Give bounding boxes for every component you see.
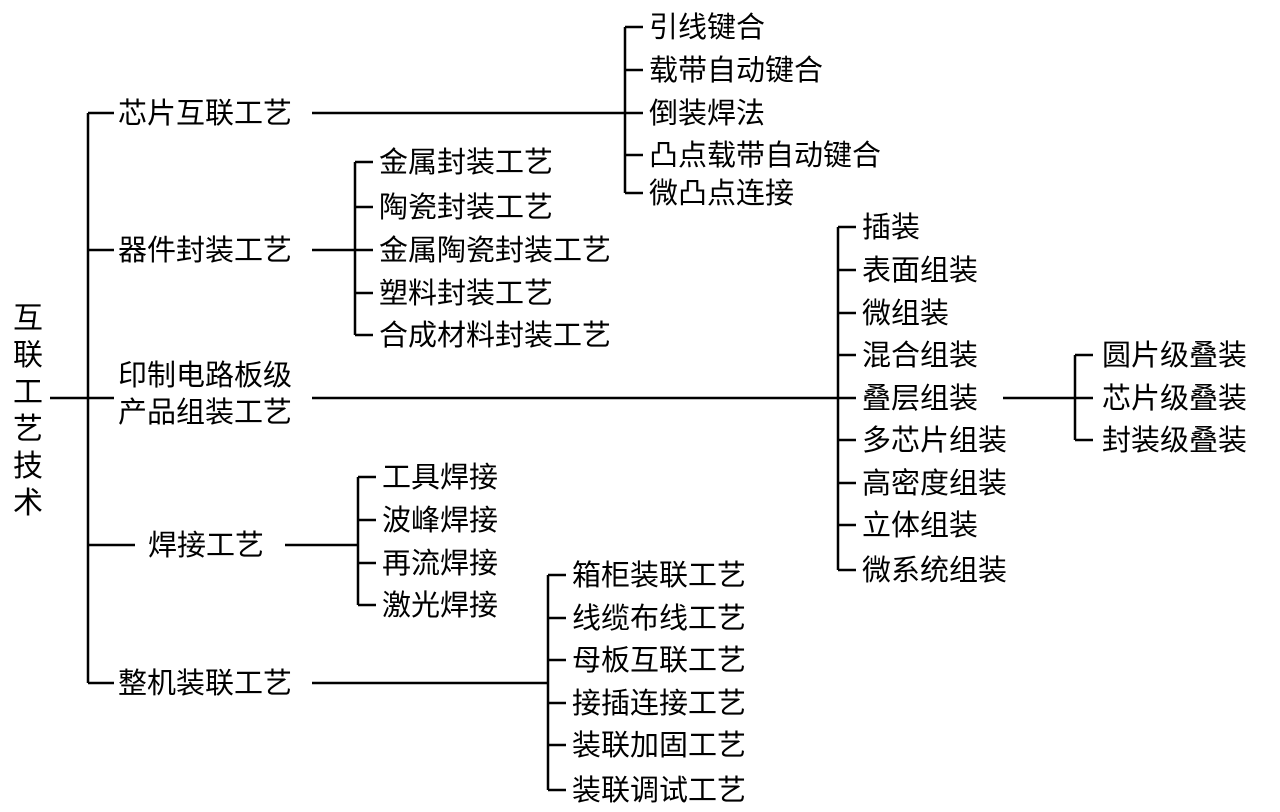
leaf-node: 引线键合 [649, 10, 766, 44]
root-node: 互联工艺技术 [13, 301, 43, 521]
branch-label-line2: 产品组装工艺 [118, 395, 293, 429]
leaf-node: 金属陶瓷封装工艺 [379, 233, 612, 267]
branch-label: 器件封装工艺 [118, 233, 293, 267]
leaf-node: 金属封装工艺 [379, 145, 554, 179]
leaf-node: 表面组装 [862, 253, 979, 287]
branch-label: 整机装联工艺 [118, 666, 293, 700]
leaf-node: 激光焊接 [382, 588, 499, 622]
leaf-node: 装联调试工艺 [572, 773, 747, 807]
branch-label: 芯片互联工艺 [118, 96, 293, 130]
leaf-node: 微凸点连接 [649, 176, 795, 210]
leaf-node: 再流焊接 [382, 546, 499, 580]
leaf-node: 载带自动键合 [649, 53, 824, 87]
leaf-node: 混合组装 [862, 338, 979, 372]
leaf-node: 母板互联工艺 [572, 643, 747, 677]
leaf-node: 陶瓷封装工艺 [379, 190, 554, 224]
leaf-node: 插装 [862, 210, 921, 244]
leaf-node: 倒装焊法 [649, 96, 766, 130]
sub-leaf-node: 圆片级叠装 [1102, 338, 1248, 372]
leaf-node: 接插连接工艺 [572, 686, 747, 720]
leaf-node: 装联加固工艺 [572, 728, 747, 762]
leaf-node: 箱柜装联工艺 [572, 558, 747, 592]
sub-leaf-node: 封装级叠装 [1102, 423, 1248, 457]
leaf-node: 线缆布线工艺 [572, 601, 747, 635]
leaf-node: 凸点载带自动键合 [649, 138, 882, 172]
leaf-node: 波峰焊接 [382, 503, 499, 537]
leaf-node: 多芯片组装 [862, 423, 1008, 457]
leaf-node: 微系统组装 [862, 553, 1008, 587]
sub-leaf-node: 芯片级叠装 [1102, 381, 1248, 415]
leaf-node: 立体组装 [862, 508, 979, 542]
leaf-node: 工具焊接 [382, 460, 499, 494]
leaf-node: 微组装 [862, 296, 950, 330]
branch-label-line1: 印制电路板级 [118, 358, 293, 392]
leaf-node: 塑料封装工艺 [379, 276, 554, 310]
leaf-node: 叠层组装 [862, 381, 979, 415]
leaf-node: 合成材料封装工艺 [379, 318, 612, 352]
branch-label: 焊接工艺 [148, 528, 265, 562]
leaf-node: 高密度组装 [862, 466, 1008, 500]
